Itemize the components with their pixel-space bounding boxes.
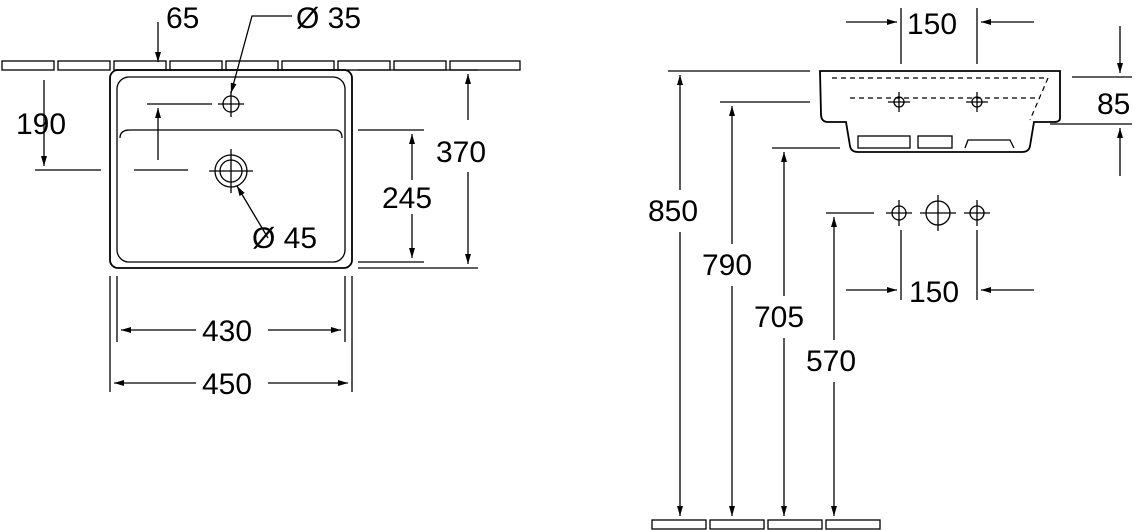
dim-hole-offset: 65	[166, 2, 199, 35]
dim-hole-depth: 190	[16, 108, 66, 141]
dim-height-tap: 790	[702, 249, 752, 282]
connection-symbols	[886, 195, 990, 231]
side-view: 150 85 850 790 705 570	[648, 8, 1132, 530]
dim-inner-width: 430	[202, 315, 252, 348]
dim-tap-hole-diameter: Ø 35	[296, 2, 361, 35]
basin-side-profile	[819, 70, 1061, 153]
basin-bowl-edge	[119, 129, 343, 139]
dim-connection-spacing: 150	[909, 276, 959, 309]
dim-height-underside: 705	[754, 301, 804, 334]
dim-height-connections: 570	[806, 345, 856, 378]
waste-outlet	[209, 149, 253, 193]
top-view: 65 Ø 35 190 370 245 Ø 45 430	[1, 2, 521, 401]
basin-inner-outline	[116, 76, 346, 263]
dim-waste-diameter: Ø 45	[252, 222, 317, 255]
dim-height-rim: 850	[648, 195, 698, 228]
wall-tiles	[1, 60, 521, 71]
tap-holes-side	[888, 92, 988, 112]
dim-outer-width: 450	[202, 368, 252, 401]
dim-tap-spacing-top: 150	[907, 8, 957, 41]
basin-outer-outline	[109, 69, 353, 269]
dim-inner-depth: 245	[382, 182, 432, 215]
dim-basin-depth: 370	[436, 136, 486, 169]
dim-basin-height: 85	[1097, 88, 1130, 121]
tap-hole	[218, 91, 244, 117]
floor-tiles	[651, 519, 881, 530]
